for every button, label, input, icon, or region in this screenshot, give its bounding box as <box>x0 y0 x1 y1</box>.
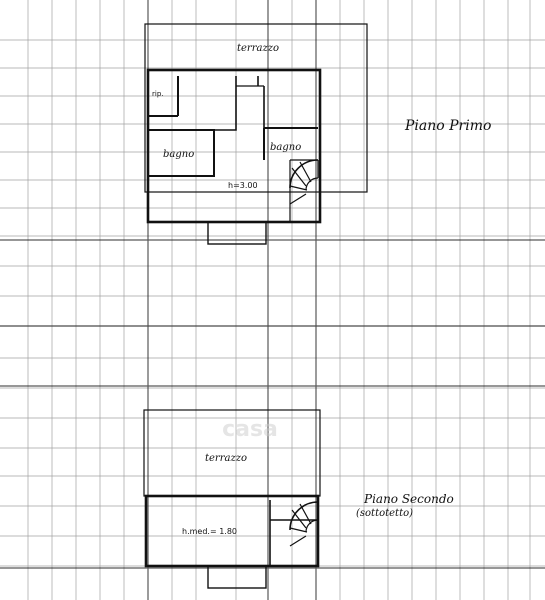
watermark-logo: casa <box>222 417 278 442</box>
lower-height-label: h.med.= 1.80 <box>182 527 237 536</box>
corridor-walls <box>257 76 265 128</box>
lower-entrance-step <box>207 565 267 589</box>
upper-spiral-stair <box>289 159 319 222</box>
lower-floor-plan <box>143 409 321 589</box>
upper-entrance-step <box>207 221 267 245</box>
upper-terrace-outline <box>144 23 368 193</box>
lower-plan-title: Piano Secondo <box>363 492 454 506</box>
lower-spiral-stair <box>289 501 319 547</box>
hall-walls <box>214 76 237 131</box>
upper-plan-title: Piano Primo <box>404 118 491 134</box>
lower-terrace-label: terrazzo <box>205 453 247 464</box>
upper-terrace-label: terrazzo <box>237 43 279 54</box>
upper-floor-plan <box>144 23 368 245</box>
lower-plan-subtitle: (sottotetto) <box>356 508 413 519</box>
bath-right-label: bagno <box>270 142 301 153</box>
closet-label: rip. <box>152 90 164 98</box>
closet-walls <box>148 76 179 117</box>
bath-left-walls <box>148 129 215 177</box>
lower-stair-walls <box>269 500 318 566</box>
bath-left-label: bagno <box>163 149 194 160</box>
upper-height-label: h=3.00 <box>228 181 258 190</box>
bath-right-walls <box>263 127 318 160</box>
